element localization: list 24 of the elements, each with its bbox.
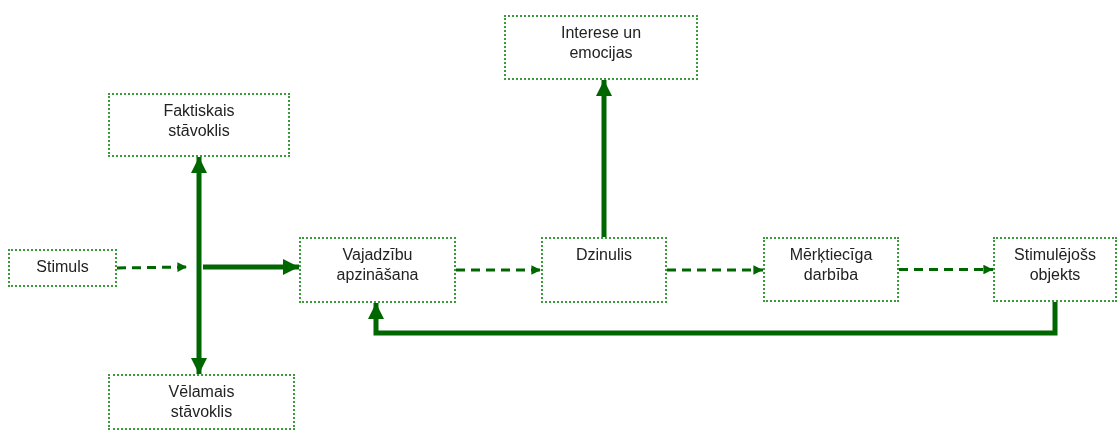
process-box: [108, 374, 295, 430]
arrow: [456, 265, 541, 275]
box-label: Interese un emocijas: [559, 23, 643, 63]
arrow: [116, 262, 188, 272]
process-box: [108, 93, 290, 157]
box-label: Faktiskais stāvoklis: [162, 101, 236, 141]
arrow: [899, 264, 993, 275]
process-box: [763, 237, 899, 302]
box-label: Stimuls: [36, 257, 89, 277]
process-box: [8, 249, 117, 287]
box-label: Mērķtiecīga darbība: [788, 245, 874, 285]
arrow: [203, 259, 299, 275]
arrow: [596, 80, 612, 237]
process-box: [299, 237, 456, 303]
box-label: Vēlamais stāvoklis: [167, 382, 236, 422]
box-label: Vajadzību apzināšana: [335, 245, 420, 285]
arrow: [368, 302, 1058, 336]
arrow: [667, 265, 763, 275]
process-box: [504, 15, 698, 80]
box-label: Dzinulis: [576, 245, 632, 265]
arrow: [191, 157, 207, 374]
process-box: [993, 237, 1117, 302]
box-label: Stimulējošs objekts: [1013, 245, 1097, 285]
process-box: [541, 237, 667, 303]
